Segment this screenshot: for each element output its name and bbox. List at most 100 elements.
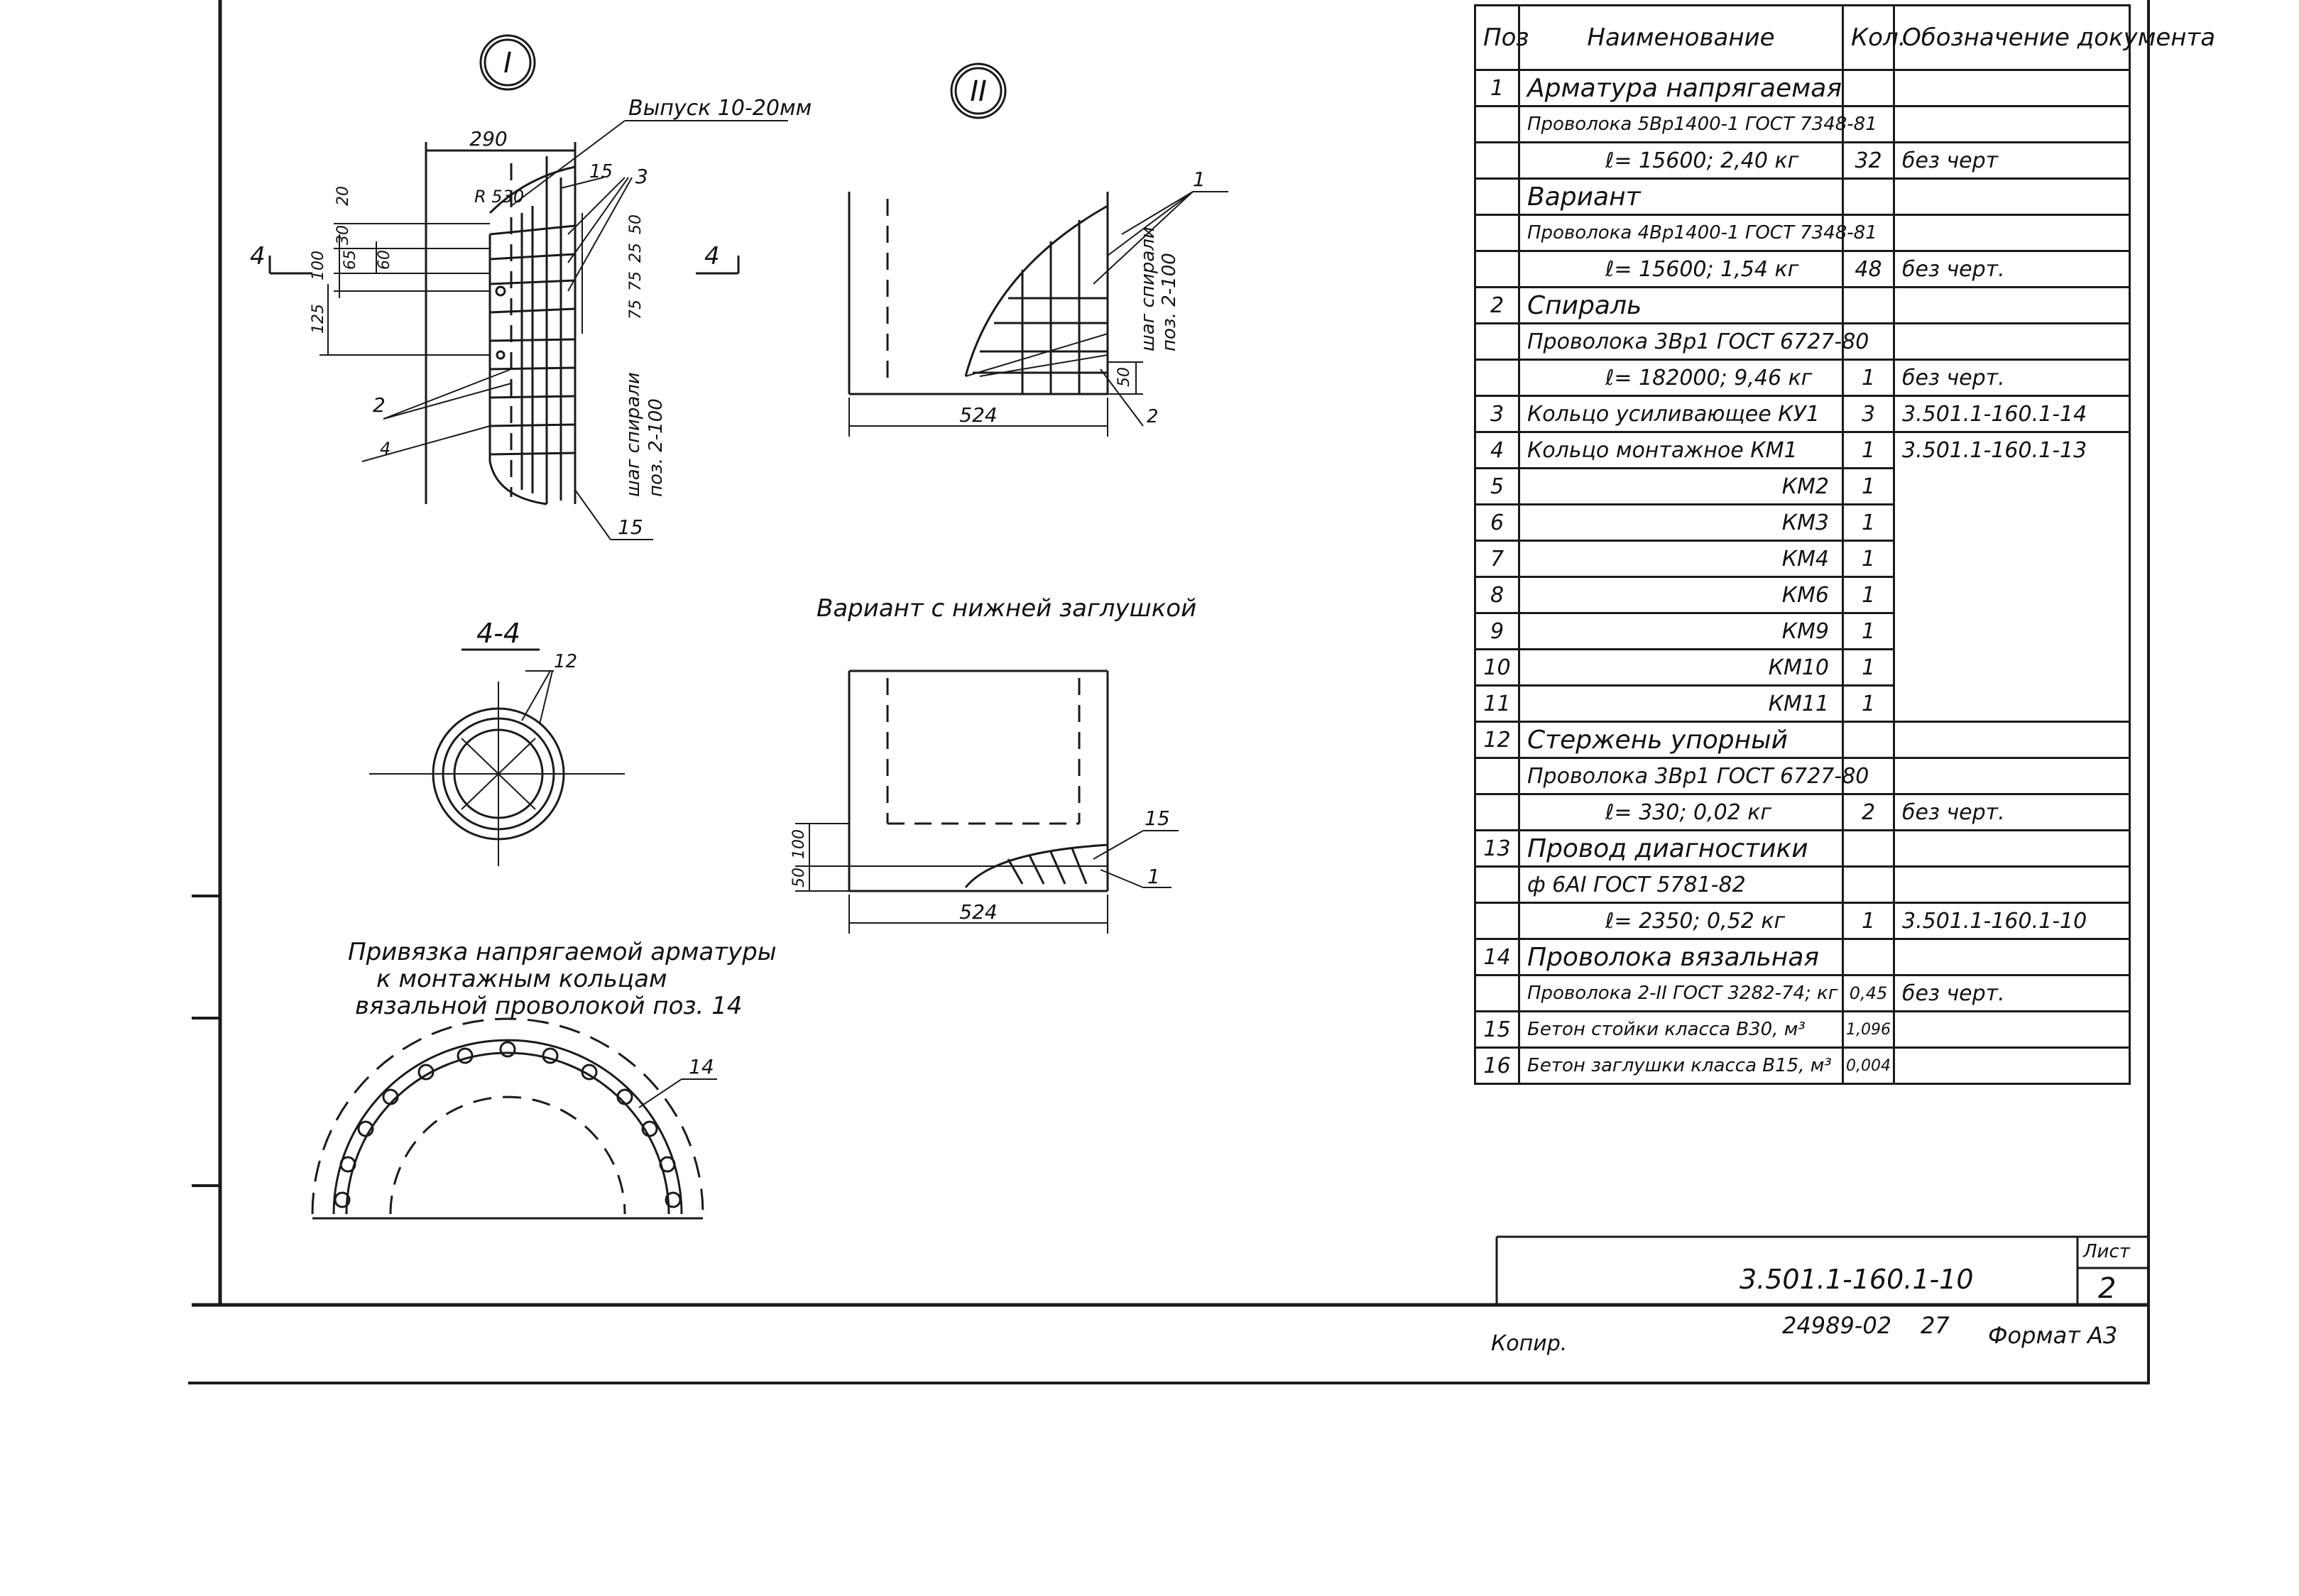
- row-doc: [1893, 540, 2131, 577]
- inventory-number: 24989-02: [1782, 1312, 1892, 1339]
- view2-spiral-pos: поз. 2-100: [1159, 253, 1180, 351]
- row-doc: 3.501.1-160.1-14: [1893, 395, 2131, 433]
- row-qty: 32: [1842, 141, 1895, 180]
- format-label: Формат А3: [1988, 1322, 2118, 1349]
- row-qty: 1: [1842, 648, 1895, 687]
- view-1-detail: [268, 34, 788, 540]
- section-mark-left: 4: [250, 242, 266, 270]
- table-row: Проволока 3Вр1 ГОСТ 6727-80: [1474, 757, 2131, 795]
- dim-20: 20: [334, 186, 352, 206]
- row-qty: [1842, 286, 1895, 324]
- callout-1-view2: 1: [1193, 168, 1206, 191]
- row-qty: [1842, 322, 1895, 361]
- callout-15-top: 15: [589, 161, 613, 182]
- row-pos: 6: [1474, 503, 1520, 542]
- row-name: Спираль: [1518, 286, 1844, 324]
- header-name: Наименование: [1518, 4, 1844, 71]
- row-pos: [1474, 865, 1520, 904]
- dim-30: 30: [334, 225, 352, 245]
- row-pos: [1474, 793, 1520, 831]
- dim-65: 65: [342, 250, 359, 270]
- row-doc: [1893, 504, 2131, 541]
- row-qty: [1842, 721, 1895, 759]
- row-doc: без черт.: [1893, 250, 2131, 288]
- row-name: Кольцо монтажное КМ1: [1518, 431, 1844, 469]
- row-qty: [1842, 829, 1895, 868]
- spiral-step-label: шаг спирали: [623, 372, 644, 497]
- row-name: Арматура напрягаемая: [1518, 69, 1844, 107]
- callout-15-variant: 15: [1145, 807, 1170, 830]
- row-qty: 48: [1842, 250, 1895, 288]
- binding-detail: [311, 1017, 717, 1220]
- row-name: ф 6АI ГОСТ 5781-82: [1518, 865, 1844, 904]
- section-4-4: [369, 648, 625, 866]
- row-name: Проволока 5Вр1400-1 ГОСТ 7348-81: [1518, 105, 1877, 143]
- row-qty: 1,096: [1842, 1010, 1895, 1049]
- row-qty: 2: [1842, 793, 1895, 831]
- row-name: Проволока 3Вр1 ГОСТ 6727-80: [1518, 757, 1869, 795]
- variant-plug-detail: [795, 669, 1179, 934]
- table-row: Проволока 3Вр1 ГОСТ 6727-80: [1474, 322, 2131, 361]
- row-pos: 3: [1474, 395, 1520, 433]
- row-pos: 4: [1474, 431, 1520, 469]
- row-pos: 15: [1474, 1010, 1520, 1049]
- radius-label: R 530: [474, 187, 524, 207]
- row-qty: 1: [1842, 902, 1895, 940]
- table-row: ф 6АI ГОСТ 5781-82: [1474, 865, 2131, 904]
- row-qty: 1: [1842, 431, 1895, 469]
- callout-4-view1: 4: [380, 439, 391, 459]
- specification-table: Поз Наименование Кол. Обозначение докуме…: [1474, 4, 2215, 1085]
- row-doc: без черт.: [1893, 974, 2131, 1012]
- row-pos: 8: [1474, 576, 1520, 614]
- row-name: КМ2: [1518, 467, 1844, 505]
- row-pos: [1474, 177, 1520, 216]
- release-note: Выпуск 10-20мм: [628, 96, 812, 121]
- sheet-number: 2: [2098, 1272, 2117, 1305]
- row-name: Проволока вязальная: [1518, 938, 1844, 976]
- row-doc: [1893, 685, 2131, 723]
- row-qty: 3: [1842, 395, 1895, 433]
- dim-50: 50: [627, 214, 645, 234]
- dim-524-variant: 524: [959, 900, 997, 924]
- callout-14: 14: [689, 1055, 714, 1078]
- dim-75: 75: [627, 271, 645, 291]
- row-name: ℓ= 182000; 9,46 кг: [1518, 359, 1844, 397]
- row-doc: [1893, 69, 2131, 107]
- row-doc: [1893, 865, 2131, 904]
- section-4-4-title: 4-4: [476, 618, 520, 649]
- callout-12: 12: [554, 651, 577, 672]
- view-1-mark-circle: [479, 34, 536, 91]
- row-pos: [1474, 214, 1520, 252]
- sheet-label: Лист: [2083, 1241, 2130, 1262]
- row-doc: [1893, 938, 2131, 976]
- row-pos: 14: [1474, 938, 1520, 976]
- row-name: Проволока 2-II ГОСТ 3282-74; кг: [1518, 974, 1844, 1012]
- row-doc: [1893, 757, 2131, 795]
- row-doc: [1893, 322, 2131, 361]
- callout-1-variant: 1: [1147, 865, 1160, 888]
- dim-290: 290: [469, 127, 507, 151]
- row-qty: [1842, 214, 1895, 252]
- row-name: КМ11: [1518, 684, 1844, 723]
- page-number: 27: [1921, 1312, 1950, 1339]
- row-doc: [1893, 468, 2131, 505]
- row-doc: без черт.: [1893, 793, 2131, 831]
- row-name: Бетон заглушки класса В15, м³: [1518, 1046, 1844, 1085]
- row-doc: [1893, 721, 2131, 759]
- row-name: Стержень упорный: [1518, 721, 1844, 759]
- row-pos: 7: [1474, 540, 1520, 578]
- row-doc: [1893, 286, 2131, 324]
- row-qty: 1: [1842, 359, 1895, 397]
- row-doc: без черт.: [1893, 359, 2131, 397]
